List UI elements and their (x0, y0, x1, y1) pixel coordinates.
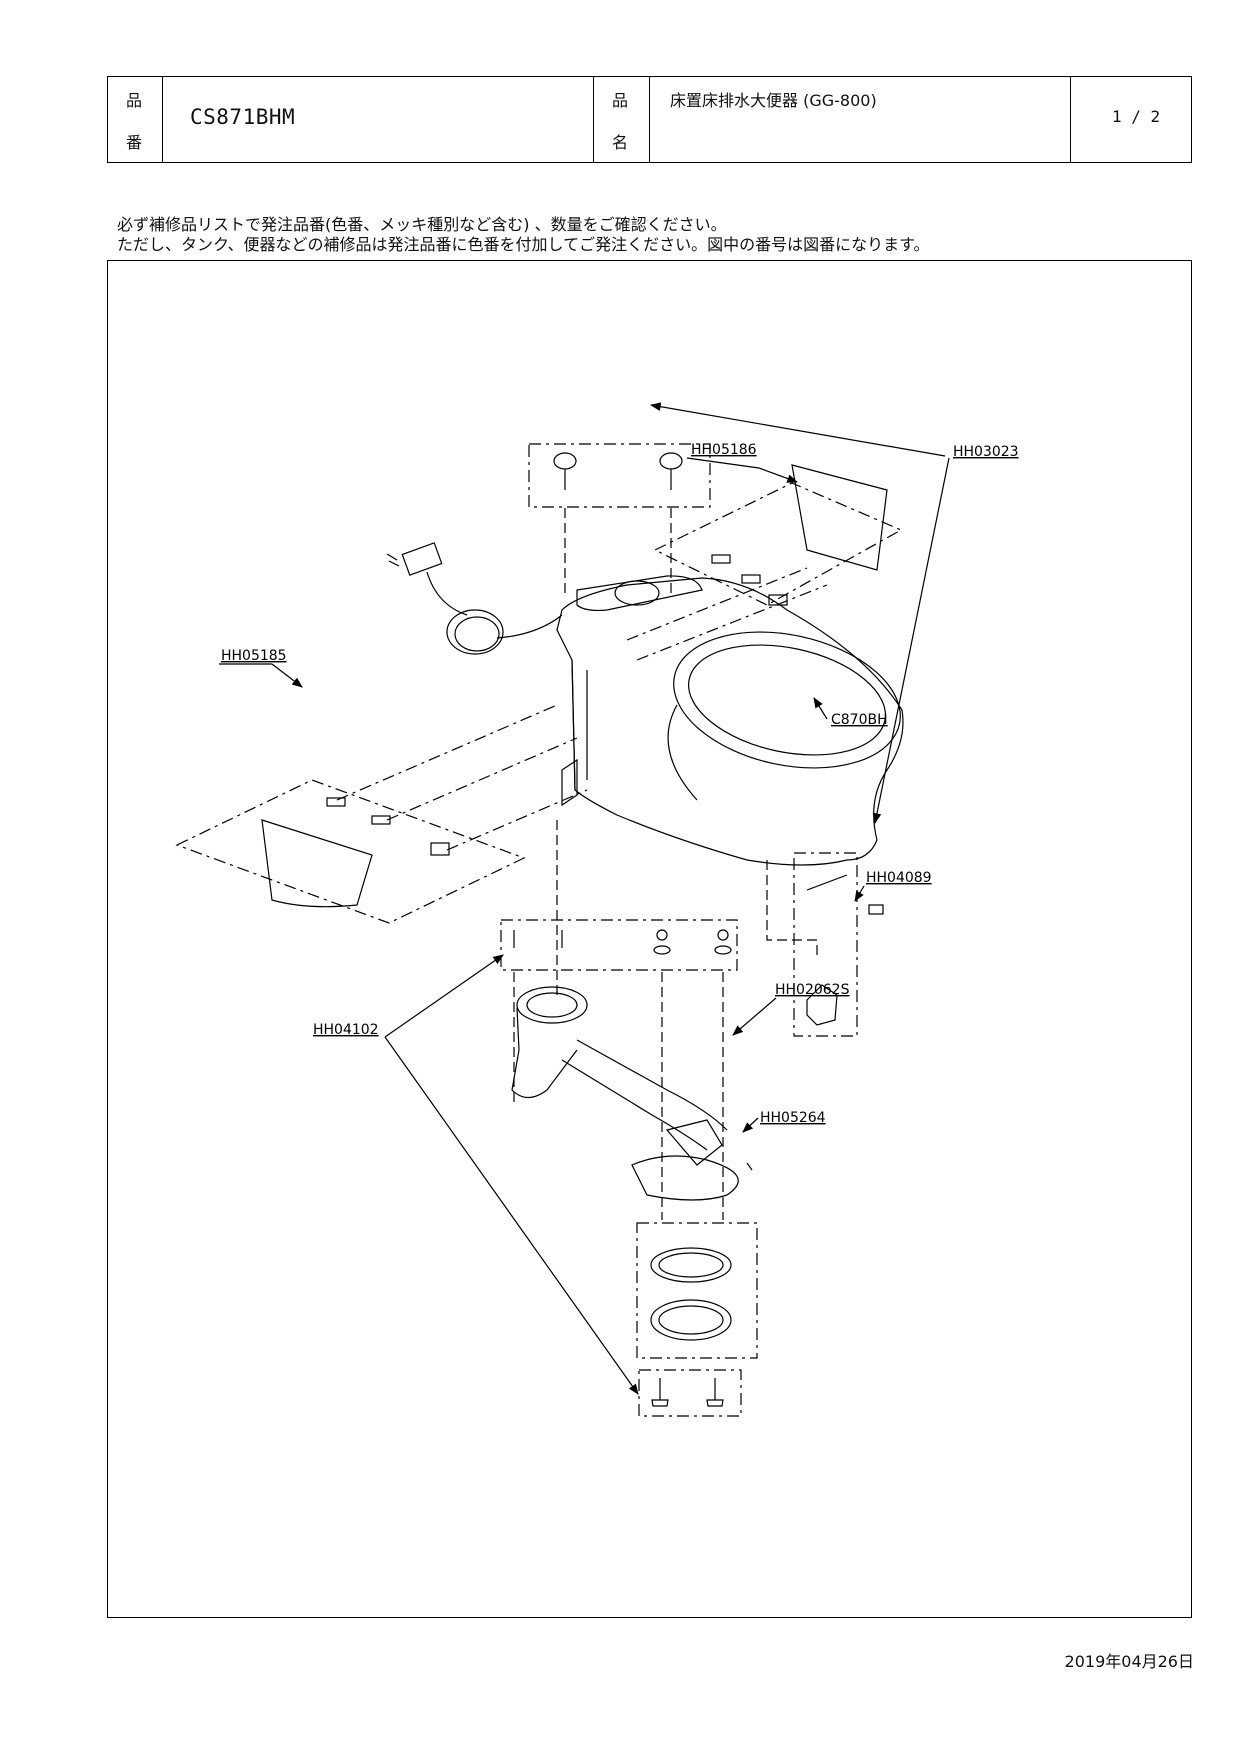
side-cover-right (626, 464, 903, 661)
product-code: CS871BHM (190, 105, 296, 129)
notice-line-1: 必ず補修品リストで発注品番(色番、メッキ種別など含む) 、数量をご確認ください。 (117, 215, 727, 234)
hinmei-label-top: 品 (612, 91, 629, 110)
hinban-label-top: 品 (126, 91, 143, 110)
part-label-c870bh: C870BH (831, 712, 888, 728)
gasket-group (636, 1222, 758, 1359)
divider (649, 77, 650, 162)
part-label-hh05264: HH05264 (760, 1110, 826, 1126)
seat-bolt-group (528, 443, 711, 595)
hinmei-label-bottom: 名 (612, 133, 629, 152)
hinban-label-bottom: 番 (126, 133, 143, 152)
diagram-frame (107, 260, 1192, 1618)
notice-line-2: ただし、タンク、便器などの補修品は発注品番に色番を付加してご発注ください。図中の… (117, 235, 930, 254)
floor-screws-group (638, 1369, 742, 1417)
part-label-hh05186: HH05186 (691, 442, 757, 458)
part-label-hh04102: HH04102 (313, 1022, 379, 1038)
drain-pipe (511, 986, 739, 1201)
part-label-hh05185: HH05185 (221, 648, 287, 664)
bracket-group (766, 852, 884, 1037)
toilet-body (556, 575, 904, 866)
page-number: 1 / 2 (1112, 107, 1161, 126)
divider (593, 77, 594, 162)
product-name: 床置床排水大便器 (GG-800) (670, 91, 877, 110)
power-cord (386, 542, 563, 655)
exploded-parts-diagram: HH03023 HH05186 HH05185 C870BH HH04089 H… (175, 402, 1019, 1417)
side-cover-left (175, 704, 588, 924)
issue-date: 2019年04月26日 (1064, 1652, 1194, 1671)
fixing-screws-group (500, 820, 738, 1220)
part-label-hh04089: HH04089 (866, 870, 932, 886)
part-label-hh02062s: HH02062S (775, 982, 850, 998)
divider (1070, 77, 1071, 162)
divider (162, 77, 163, 162)
title-block: 品 番 CS871BHM 品 名 床置床排水大便器 (GG-800) 1 / 2 (107, 76, 1192, 163)
leader-lines (219, 402, 950, 1395)
part-label-hh03023: HH03023 (953, 444, 1019, 460)
